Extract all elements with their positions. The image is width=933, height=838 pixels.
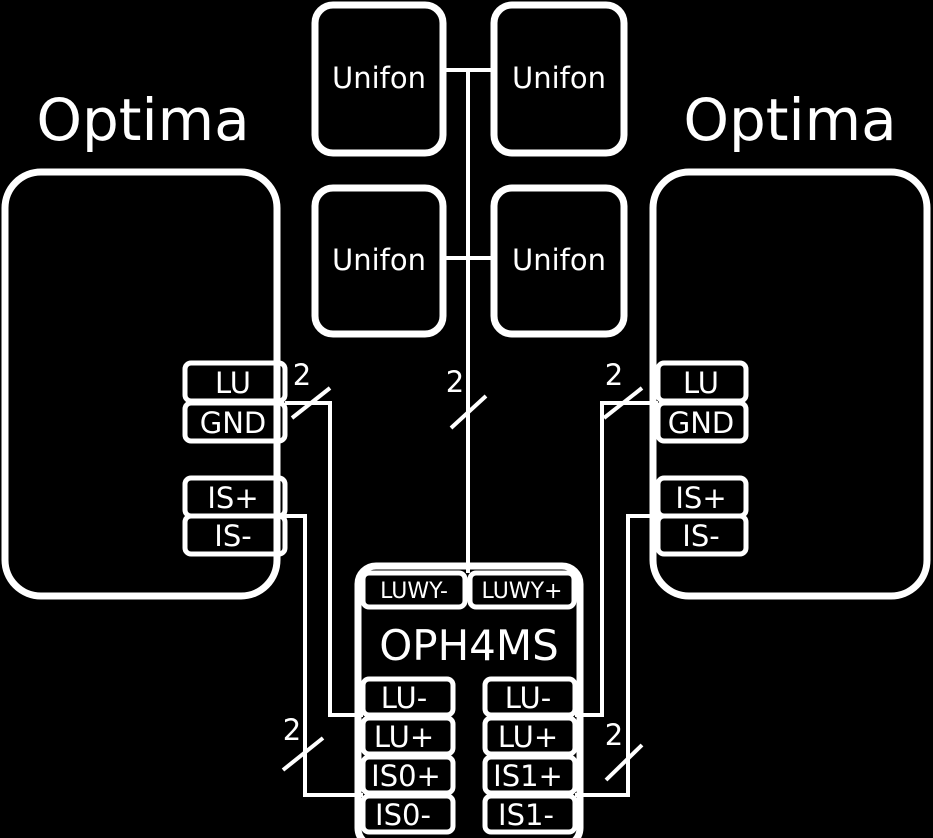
unifon-label-1: Unifon [332,61,426,95]
wire-count-left-is: 2 [283,713,301,747]
module-left-pin-box-is0-minus [360,793,456,835]
module-left-pin-lu-plus: LU+ [374,720,434,754]
wire-count-left-lu: 2 [293,358,311,392]
right-pin-is-minus: IS- [682,519,719,553]
right-optima-box [649,168,931,600]
module-right-pin-box-lu-plus [482,715,578,757]
left-pin-lu: LU [215,366,251,400]
unifon-bus-slash [449,394,488,430]
module-left-pin-box-is0-plus [360,754,456,796]
right-optima-title: Optima [683,86,896,154]
wire-count-right-lu: 2 [605,358,623,392]
module-title: OPH4MS [379,621,559,670]
module-left-pin-is0-minus: IS0- [375,798,431,832]
module-right-pin-is1-minus: IS1- [498,798,554,832]
module-pin-luwy-minus: LUWY- [380,579,448,604]
right-lu-slash [602,386,644,420]
module-pin-box-luwy-plus [467,570,577,610]
module-right-pin-box-is1-minus [482,793,578,835]
right-is-wire [575,514,658,797]
unifon-box-1 [311,1,447,157]
right-pin-gnd: GND [668,406,735,440]
module-left-pin-lu-minus: LU- [381,681,427,715]
left-optima-title: Optima [36,86,249,154]
right-pin-lu: LU [683,366,719,400]
unifon-box-2 [490,1,628,157]
module-pin-luwy-plus: LUWY+ [482,579,563,604]
wire-count-unifon-bus: 2 [446,365,464,399]
left-pin-gnd: GND [200,406,267,440]
left-pin-box-gnd [182,400,288,444]
left-is-wire [285,514,363,797]
unifon-label-2: Unifon [512,61,606,95]
module-left-pin-box-lu-minus [360,676,456,718]
module-pin-box-luwy-minus [360,570,468,610]
module-left-pin-box-lu-plus [360,715,456,757]
right-pin-is-plus: IS+ [675,481,726,515]
left-optima-box [1,168,281,600]
module-right-pin-lu-plus: LU+ [498,720,558,754]
left-lu-wire [285,401,363,717]
left-lu-slash [290,386,332,420]
right-pin-box-gnd [655,400,749,444]
unifon-label-3: Unifon [332,243,426,277]
right-pin-box-is-minus [655,513,749,557]
unifon-box-3 [311,184,447,338]
unifon-box-4 [490,184,628,338]
module-right-pin-box-lu-minus [482,676,578,718]
left-is-slash [281,736,325,772]
left-pin-is-plus: IS+ [207,481,258,515]
unifon-label-4: Unifon [512,243,606,277]
module-right-pin-is1-plus: IS1+ [493,759,563,793]
left-pin-is-minus: IS- [214,519,251,553]
module-right-pin-box-is1-plus [482,754,578,796]
right-lu-wire [575,401,658,717]
module-right-pin-lu-minus: LU- [505,681,551,715]
right-is-slash [604,743,644,782]
wire-count-right-is: 2 [605,718,623,752]
left-pin-box-is-minus [182,513,288,557]
module-left-pin-is0-plus: IS0+ [371,759,441,793]
